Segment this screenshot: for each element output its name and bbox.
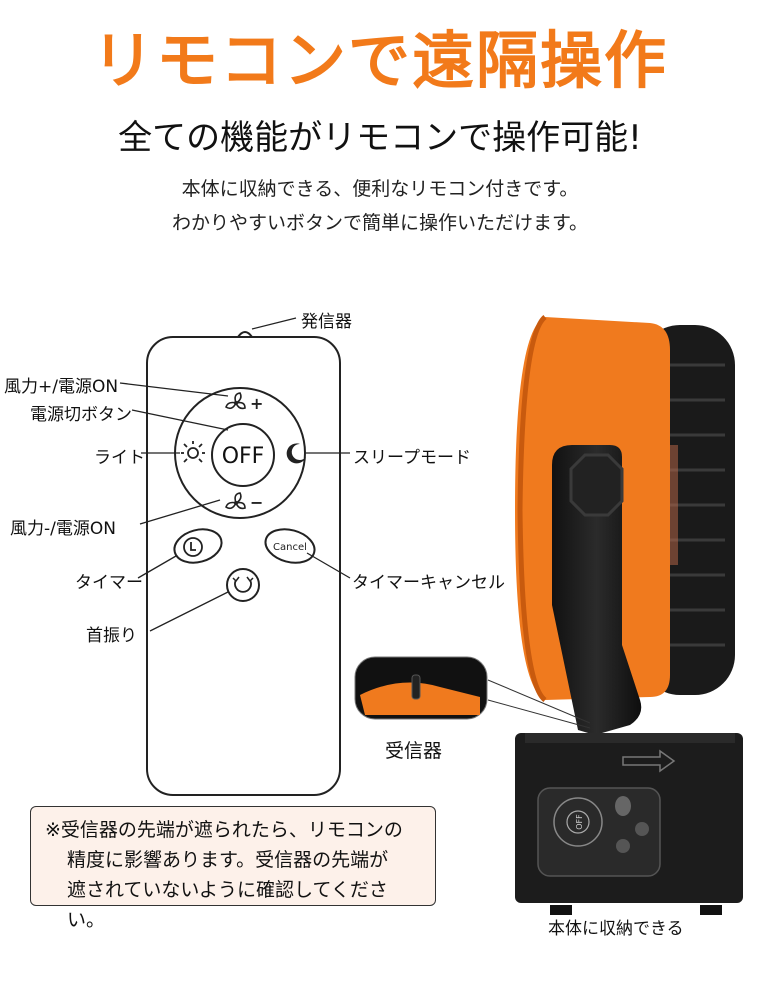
label-transmitter: 発信器	[301, 312, 352, 332]
label-oscillation: 首振り	[86, 626, 137, 646]
label-receiver: 受信器	[385, 740, 443, 762]
label-power-off: 電源切ボタン	[30, 405, 132, 425]
off-button	[211, 423, 275, 487]
transmitter-nub	[237, 331, 253, 338]
support-arm	[552, 445, 642, 735]
arrow-icon	[622, 749, 676, 773]
notice-line-1: ※受信器の先端が遮られたら、リモコンの	[45, 819, 403, 841]
notice-line-3: 遮されていないように確認してください。	[67, 879, 388, 931]
timer-cancel-button	[264, 528, 316, 564]
label-fan-down: 風力-/電源ON	[10, 519, 116, 539]
cancel-button-label: Cancel	[273, 542, 307, 553]
label-light: ライト	[94, 448, 145, 468]
moon-icon	[286, 443, 306, 464]
clock-icon	[183, 537, 203, 557]
label-stored: 本体に収納できる	[548, 919, 684, 939]
oscillation-button	[226, 568, 260, 602]
description-line-1: 本体に収納できる、便利なリモコン付きです。	[181, 178, 579, 200]
mini-off-label: OFF	[575, 814, 584, 830]
notice-line-2: 精度に影響あります。受信器の先端が	[67, 849, 389, 871]
label-timer: タイマー	[75, 573, 143, 593]
light-icon	[181, 441, 205, 463]
label-sleep: スリープモード	[353, 448, 471, 468]
off-button-label: OFF	[222, 444, 265, 469]
knob	[569, 453, 624, 517]
svg-text:−: −	[250, 493, 263, 512]
svg-text:+: +	[250, 394, 263, 413]
callout-lines	[119, 317, 351, 632]
label-fan-up: 風力+/電源ON	[4, 377, 119, 397]
remote-control-diagram: OFF + − Cancel	[119, 317, 351, 796]
fan-up-icon: +	[225, 392, 263, 413]
page-subtitle: 全ての機能がリモコンで操作可能!	[118, 118, 642, 158]
fan-device-photo: OFF	[354, 315, 743, 915]
timer-button	[173, 528, 223, 564]
rotate-icon	[234, 579, 252, 593]
description-line-2: わかりやすいボタンで簡単に操作いただけます。	[171, 212, 589, 234]
fan-down-icon: −	[225, 492, 263, 512]
label-timer-cancel: タイマーキャンセル	[352, 573, 505, 593]
notice-box: ※受信器の先端が遮られたら、リモコンの 精度に影響あります。受信器の先端が 遮さ…	[30, 806, 436, 931]
page-title: リモコンで遠隔操作	[91, 24, 668, 97]
